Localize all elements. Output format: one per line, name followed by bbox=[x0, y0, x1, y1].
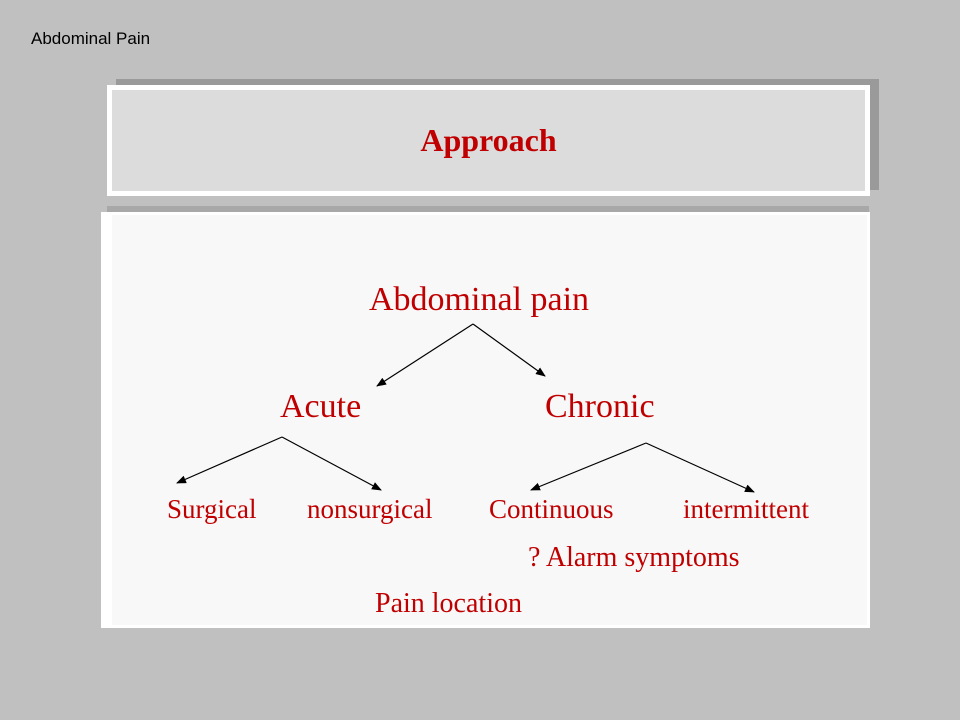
node-surgical: Surgical bbox=[167, 494, 257, 524]
note-pain-location: Pain location bbox=[375, 588, 522, 619]
node-chronic: Chronic bbox=[545, 388, 655, 425]
slide-title: Approach bbox=[420, 122, 557, 158]
title-box-fill: Approach bbox=[112, 90, 865, 191]
node-abdominal-pain: Abdominal pain bbox=[369, 281, 590, 318]
node-nonsurgical: nonsurgical bbox=[307, 494, 433, 524]
note-alarm-symptoms: ? Alarm symptoms bbox=[528, 542, 740, 573]
node-intermittent: intermittent bbox=[683, 494, 809, 524]
title-box: Approach bbox=[107, 85, 870, 196]
content-box bbox=[101, 212, 870, 628]
content-box-fill bbox=[112, 215, 867, 625]
slide-header-label: Abdominal Pain bbox=[31, 29, 151, 48]
node-continuous: Continuous bbox=[489, 494, 614, 524]
node-acute: Acute bbox=[280, 388, 362, 425]
